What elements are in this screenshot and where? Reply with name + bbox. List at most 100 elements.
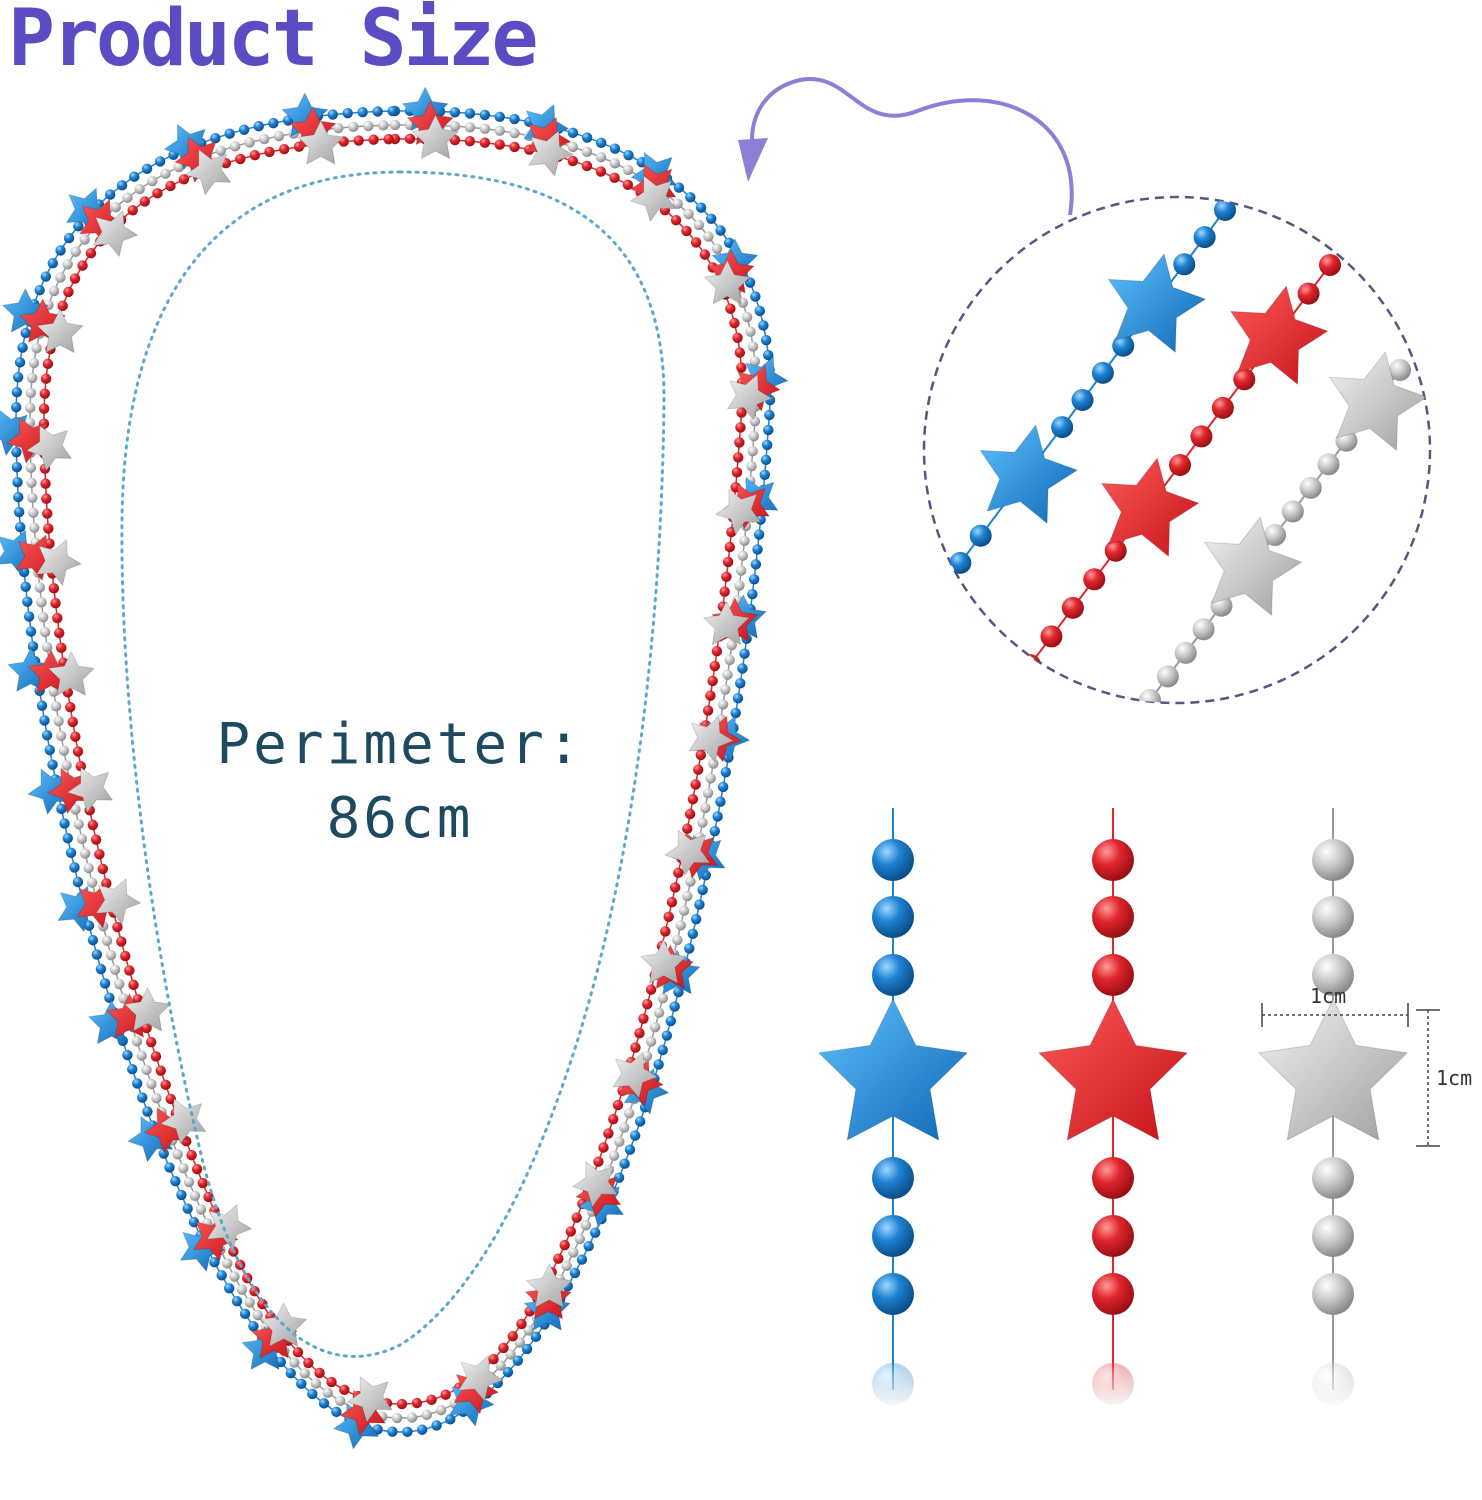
round-bead-icon: [589, 1227, 601, 1238]
round-bead-icon: [79, 234, 90, 245]
round-bead-icon: [56, 803, 67, 815]
round-bead-icon: [1061, 596, 1084, 619]
round-bead-icon: [872, 1157, 914, 1199]
star-height-label: 1cm: [1436, 1066, 1473, 1090]
curved-arrow-icon: [738, 76, 1074, 216]
round-bead-icon: [739, 535, 750, 547]
round-bead-icon: [595, 152, 607, 163]
round-bead-icon: [722, 669, 733, 680]
round-bead-icon: [678, 905, 690, 916]
round-bead-icon: [1312, 896, 1354, 938]
round-bead-icon: [512, 1355, 523, 1366]
round-bead-icon: [711, 243, 723, 254]
round-bead-icon: [753, 529, 765, 540]
star-bead-icon: [1038, 998, 1188, 1141]
round-bead-icon: [749, 356, 761, 367]
round-bead-icon: [39, 626, 51, 638]
round-bead-icon: [186, 1149, 197, 1161]
round-bead-icon: [608, 1114, 619, 1125]
round-bead-icon: [34, 284, 45, 296]
round-bead-icon: [52, 612, 63, 624]
round-bead-icon: [20, 581, 31, 593]
round-bead-icon: [669, 1001, 680, 1012]
round-bead-icon: [752, 544, 763, 555]
round-bead-icon: [697, 884, 708, 896]
round-bead-icon: [750, 559, 762, 570]
round-bead-icon: [62, 259, 73, 270]
round-bead-icon: [735, 422, 746, 433]
round-bead-icon: [38, 403, 50, 414]
round-bead-icon: [1083, 568, 1106, 591]
round-bead-icon: [687, 928, 698, 940]
round-bead-icon: [55, 245, 66, 256]
round-bead-icon: [160, 1079, 171, 1091]
star-bead-icon: [1204, 516, 1303, 616]
round-bead-icon: [1297, 282, 1320, 305]
round-bead-icon: [421, 1409, 433, 1421]
round-bead-icon: [235, 153, 246, 165]
round-bead-icon: [872, 839, 914, 881]
round-bead-icon: [746, 460, 757, 472]
round-bead-icon: [22, 596, 33, 607]
round-bead-icon: [576, 1254, 588, 1265]
round-bead-icon: [36, 700, 48, 711]
round-bead-icon: [653, 1059, 664, 1070]
round-bead-icon: [48, 583, 60, 594]
round-bead-icon: [663, 911, 674, 922]
round-bead-icon: [383, 133, 394, 145]
round-bead-icon: [609, 158, 620, 169]
round-bead-icon: [705, 690, 716, 701]
star-bead-icon: [1101, 457, 1200, 557]
round-bead-icon: [494, 111, 505, 123]
round-bead-icon: [449, 120, 461, 132]
round-bead-icon: [685, 192, 696, 203]
round-bead-icon: [693, 219, 705, 231]
round-bead-icon: [949, 551, 972, 574]
round-bead-icon: [1312, 954, 1354, 996]
star-bead-icon: [630, 175, 677, 222]
round-bead-icon: [69, 862, 80, 873]
round-bead-icon: [734, 437, 745, 448]
round-bead-icon: [244, 1297, 255, 1308]
round-bead-icon: [165, 180, 176, 192]
round-bead-icon: [44, 538, 55, 549]
round-bead-icon: [154, 156, 166, 167]
star-bead-icon: [715, 489, 762, 536]
round-bead-icon: [48, 686, 59, 697]
round-bead-icon: [326, 1376, 337, 1388]
round-bead-icon: [391, 1412, 403, 1424]
round-bead-icon: [479, 109, 491, 121]
round-bead-icon: [712, 811, 723, 822]
round-bead-icon: [116, 180, 128, 191]
round-bead-icon: [872, 1215, 914, 1257]
round-bead-icon: [595, 137, 607, 149]
round-bead-icon: [583, 1240, 594, 1252]
round-bead-icon: [1139, 689, 1161, 703]
round-bead-icon: [249, 150, 261, 161]
round-bead-icon: [63, 286, 74, 298]
round-bead-icon: [322, 1387, 333, 1398]
round-bead-icon: [969, 524, 992, 547]
round-bead-icon: [105, 189, 116, 200]
round-bead-icon: [182, 1203, 193, 1214]
round-bead-icon: [553, 1253, 564, 1264]
round-bead-icon: [183, 1176, 195, 1188]
round-bead-icon: [720, 684, 731, 695]
round-bead-icon: [257, 1298, 268, 1310]
round-bead-icon: [494, 125, 505, 136]
round-bead-icon: [20, 327, 31, 339]
round-bead-icon: [44, 744, 55, 756]
round-bead-icon: [122, 1049, 133, 1061]
round-bead-icon: [685, 876, 696, 887]
round-bead-icon: [285, 1367, 296, 1379]
round-bead-icon: [734, 580, 745, 591]
round-bead-icon: [87, 819, 99, 831]
round-bead-icon: [1092, 1215, 1134, 1257]
round-bead-icon: [146, 1078, 157, 1090]
round-bead-icon: [42, 508, 53, 519]
round-bead-icon: [516, 1318, 527, 1330]
round-bead-icon: [872, 896, 914, 938]
round-bead-icon: [705, 213, 717, 225]
perimeter-value: 86cm: [326, 786, 474, 851]
round-bead-icon: [1091, 361, 1114, 384]
